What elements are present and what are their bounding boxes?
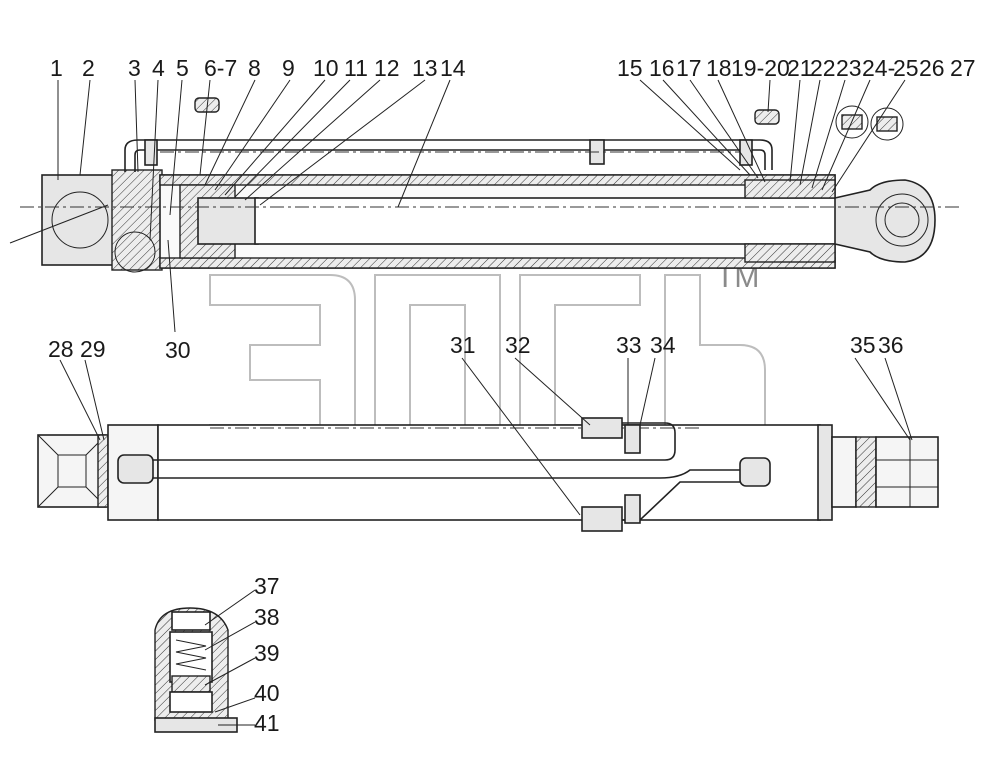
upper-tube [125, 422, 676, 461]
label-3: 3 [128, 55, 141, 81]
rear-eye-bore [51, 191, 109, 249]
label-39: 39 [254, 640, 280, 666]
clamp-lower [624, 494, 641, 524]
seal-detail-25-icon [876, 116, 898, 132]
rod-exterior [831, 436, 857, 508]
leader-lines-top [57, 79, 906, 333]
label-41: 41 [254, 710, 280, 736]
barrel-wall-bottom [159, 257, 836, 269]
label-33: 33 [616, 332, 642, 358]
label-32: 32 [505, 332, 531, 358]
label-9: 9 [282, 55, 295, 81]
rod-eye-bushing [884, 202, 920, 238]
valve-spring [175, 639, 207, 671]
rear-mount-bevel [37, 434, 107, 508]
label-35: 35 [850, 332, 876, 358]
front-mount-block [875, 436, 939, 508]
label-14: 14 [440, 55, 466, 81]
label-29: 29 [80, 336, 106, 362]
valve-chamber [169, 631, 213, 683]
label-31: 31 [450, 332, 476, 358]
valve-plug [169, 691, 213, 713]
label-37: 37 [254, 573, 280, 599]
port-fitting-lower [581, 506, 623, 532]
label-19-20: 19-20 [731, 55, 790, 81]
label-16: 16 [649, 55, 675, 81]
barrel-exterior [157, 424, 821, 521]
label-18: 18 [706, 55, 732, 81]
labels-top: 1 2 3 4 5 6-7 8 9 10 11 12 13 14 15 16 1… [50, 55, 976, 363]
label-38: 38 [254, 604, 280, 630]
piston-rod [254, 197, 856, 245]
label-12: 12 [374, 55, 400, 81]
label-6-7: 6-7 [204, 55, 237, 81]
label-22: 22 [810, 55, 836, 81]
label-25: 25 [893, 55, 919, 81]
external-tube-inner [134, 149, 766, 172]
port-fitting-upper [581, 417, 623, 439]
cylinder-exterior-view [37, 417, 939, 532]
lower-tube-a [125, 469, 740, 479]
label-11: 11 [344, 55, 368, 81]
rear-head [111, 169, 163, 271]
clamp-upper [624, 424, 641, 454]
label-15: 15 [617, 55, 643, 81]
label-26: 26 [919, 55, 945, 81]
label-27: 27 [950, 55, 976, 81]
rod-eye-bore [875, 193, 929, 247]
label-2: 2 [82, 55, 95, 81]
rear-eye-leader [9, 204, 109, 244]
detail-circle [114, 231, 156, 273]
external-tube [124, 139, 773, 172]
label-4: 4 [152, 55, 165, 81]
gland-top [744, 179, 836, 199]
front-gland-exterior [817, 424, 833, 521]
label-13: 13 [412, 55, 438, 81]
seal-detail-19-20-icon [754, 109, 780, 125]
label-24: 24- [862, 55, 895, 81]
valve-detail-view [154, 607, 238, 733]
piston-nut [197, 197, 259, 245]
label-17: 17 [676, 55, 702, 81]
leader-lines-middle [59, 357, 913, 516]
label-34: 34 [650, 332, 676, 358]
valve-cap [171, 611, 211, 631]
tube-fitting-right [739, 457, 771, 487]
rod-end-weld [855, 436, 877, 508]
label-40: 40 [254, 680, 280, 706]
valve-seat [171, 675, 211, 693]
barrel-wall-top [159, 174, 836, 186]
leader-lines-bottom [204, 589, 256, 726]
label-28: 28 [48, 336, 74, 362]
label-30: 30 [165, 337, 191, 363]
cylinder-section-view [9, 97, 960, 273]
gland-bottom [744, 243, 836, 263]
label-10: 10 [313, 55, 339, 81]
rear-clevis [41, 174, 121, 266]
tube-fitting-left [117, 454, 154, 484]
label-1: 1 [50, 55, 63, 81]
label-23: 23 [836, 55, 862, 81]
label-36: 36 [878, 332, 904, 358]
labels-bottom: 37 38 39 40 41 [254, 573, 280, 736]
label-5: 5 [176, 55, 189, 81]
labels-middle: 28 29 31 32 33 34 35 36 [48, 332, 904, 362]
rear-mount-weld [97, 434, 109, 508]
front-mount-lines [876, 437, 938, 507]
label-8: 8 [248, 55, 261, 81]
label-21: 21 [787, 55, 813, 81]
seal-detail-24-circle [835, 105, 869, 139]
